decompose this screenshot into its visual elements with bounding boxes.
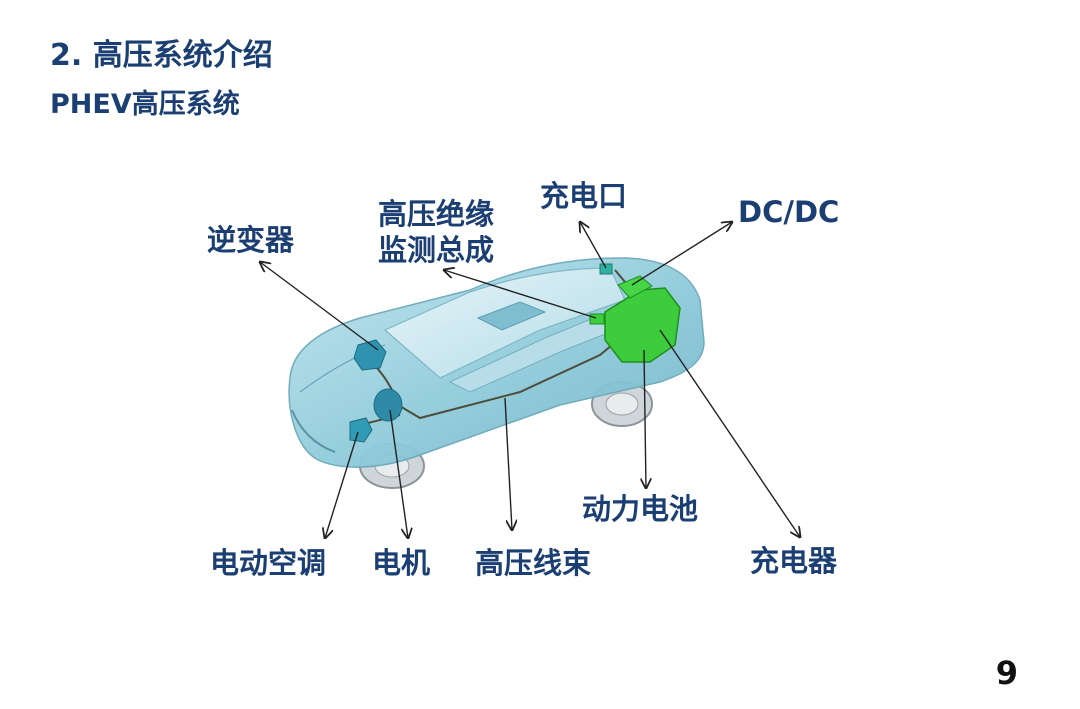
label-harness: 高压线束	[475, 546, 592, 580]
battery-pack	[604, 275, 681, 363]
arrow-battery	[644, 349, 646, 488]
arrow-harness	[504, 397, 512, 530]
page-number: 9	[995, 654, 1018, 692]
label-insulation-line1: 高压绝缘	[378, 197, 495, 231]
motor-unit	[373, 388, 403, 422]
label-inverter: 逆变器	[207, 223, 295, 257]
arrow-charger	[659, 329, 800, 537]
slide-title: 2. 高压系统介绍	[50, 38, 273, 73]
arrow-motor	[389, 409, 408, 538]
charge-port-unit	[599, 263, 613, 275]
label-battery: 动力电池	[582, 492, 699, 526]
leader-lines	[260, 222, 800, 538]
inverter-unit	[353, 339, 387, 371]
arrow-ac	[325, 431, 359, 538]
insulation-monitor-unit	[589, 313, 605, 325]
arrow-insulation	[444, 270, 597, 319]
label-motor: 电机	[372, 546, 431, 580]
slide-subtitle: PHEV高压系统	[50, 89, 240, 120]
arrow-charge-port	[580, 222, 607, 269]
label-insulation-line2: 监测总成	[378, 233, 495, 267]
ac-unit	[349, 417, 373, 443]
headlight	[291, 409, 336, 453]
label-dcdc: DC/DC	[738, 195, 840, 229]
arrow-inverter	[260, 262, 379, 351]
sunroof	[476, 301, 547, 331]
arrow-dcdc	[631, 222, 732, 286]
label-ac: 电动空调	[210, 546, 327, 580]
label-charger: 充电器	[750, 544, 838, 578]
label-charge-port: 充电口	[540, 179, 628, 213]
